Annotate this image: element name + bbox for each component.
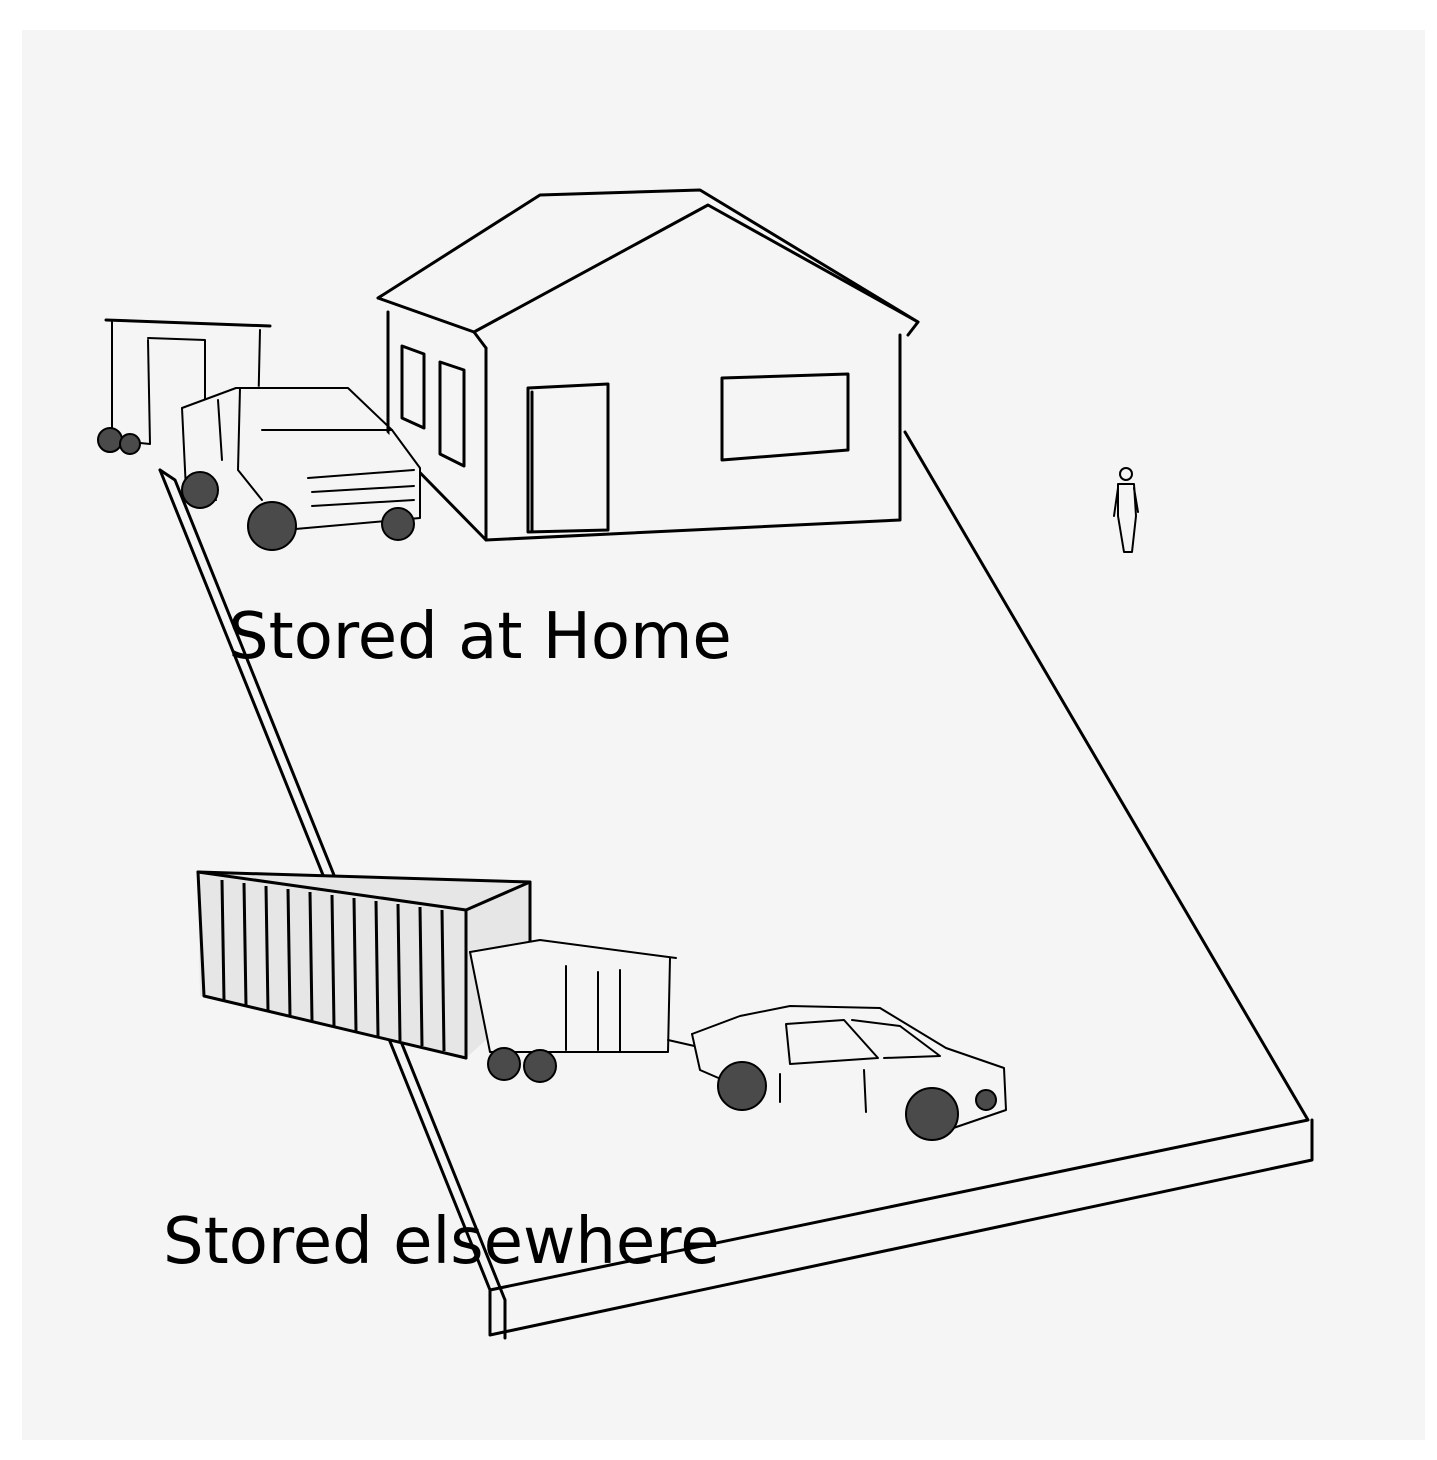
car-elsewhere bbox=[691, 1004, 1007, 1141]
person-figure bbox=[1113, 467, 1139, 553]
house bbox=[376, 188, 920, 542]
label-stored-elsewhere: Stored elsewhere bbox=[163, 1205, 720, 1279]
pickup-truck bbox=[180, 386, 421, 551]
label-stored-at-home: Stored at Home bbox=[228, 600, 732, 674]
trailer-elsewhere bbox=[469, 939, 713, 1083]
storage-container bbox=[196, 870, 532, 1060]
